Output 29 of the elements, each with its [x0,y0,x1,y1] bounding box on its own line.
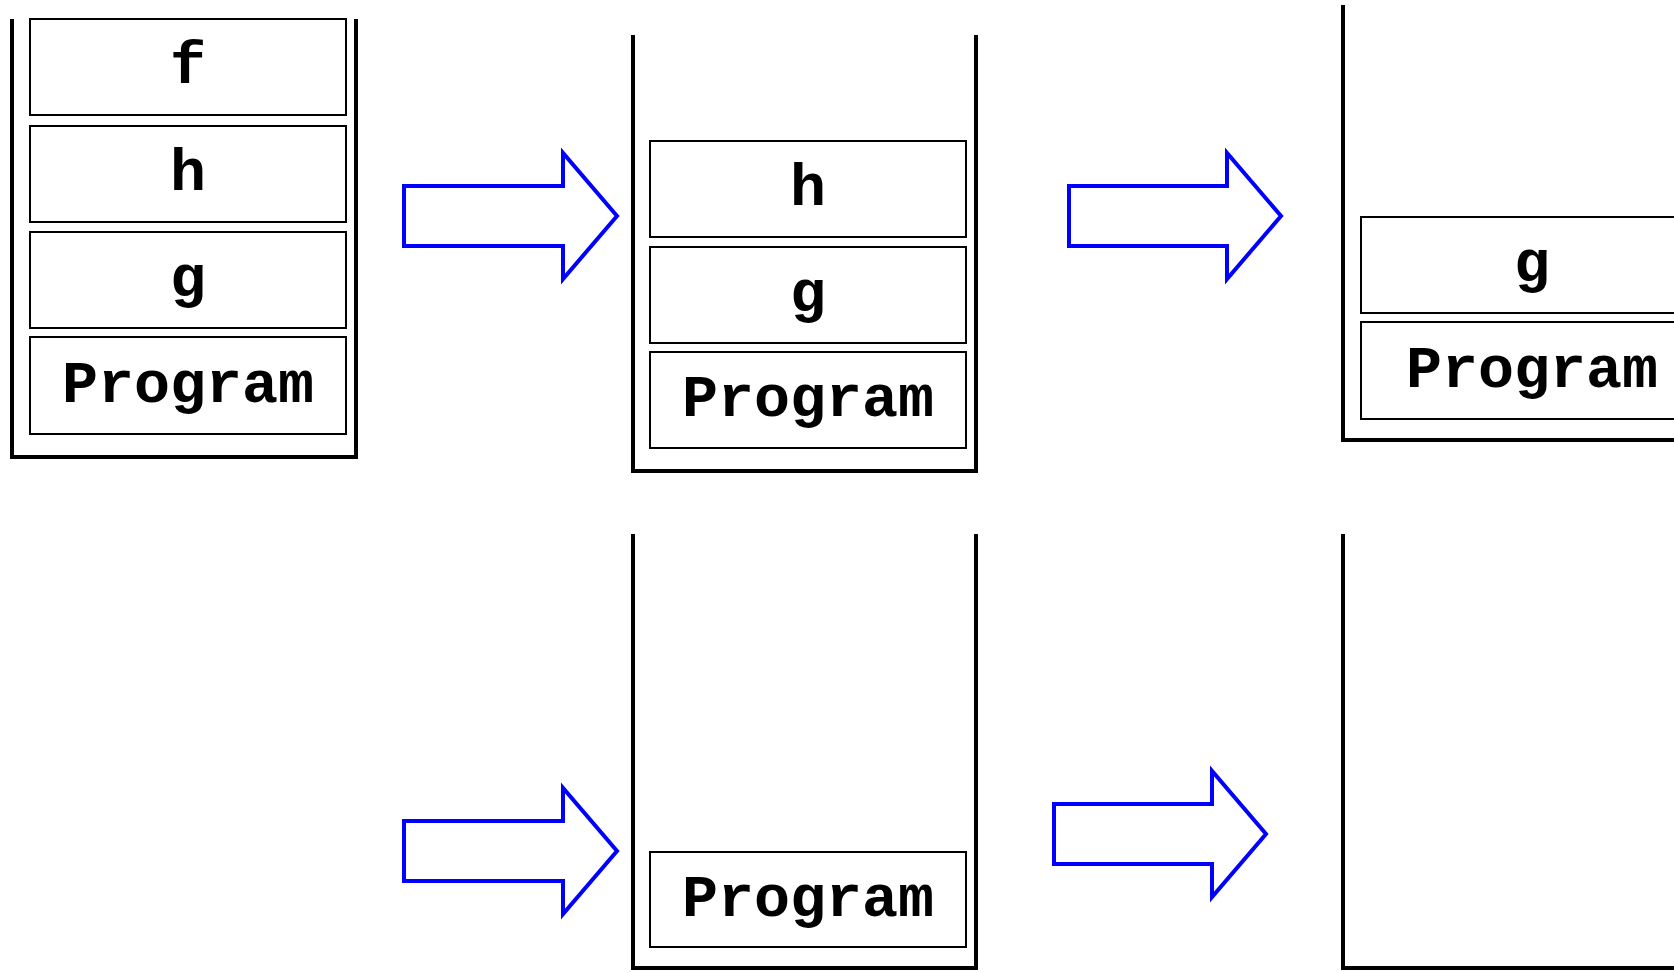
stack-container [1341,534,1674,970]
stack-frame [1360,321,1674,420]
frame-label: h [790,159,826,219]
frame-label: Program [681,869,934,930]
frame-label: g [170,250,206,310]
stack-frame [1360,216,1674,314]
frame-label: g [790,265,826,325]
frame-label: f [170,37,206,97]
stack-container [631,35,978,473]
frame-label: h [170,144,206,204]
stack-frame [649,140,967,238]
frame-label: Program [681,370,934,430]
frame-label: Program [1405,340,1658,401]
stack-container [631,534,978,970]
stack-frame [649,246,967,344]
stack-frame [29,231,347,329]
stack-frame [649,351,967,449]
stack-frame [29,125,347,223]
frame-label: g [1514,235,1550,295]
frame-label: Program [61,355,314,416]
stack-container [10,19,358,459]
stack-frame [649,851,967,948]
stack-frame [29,18,347,116]
stack-container [1341,5,1674,442]
stack-frame [29,336,347,435]
block-arrow [1052,765,1269,903]
block-arrow [402,147,620,285]
block-arrow [1067,147,1284,285]
block-arrow [402,782,620,920]
